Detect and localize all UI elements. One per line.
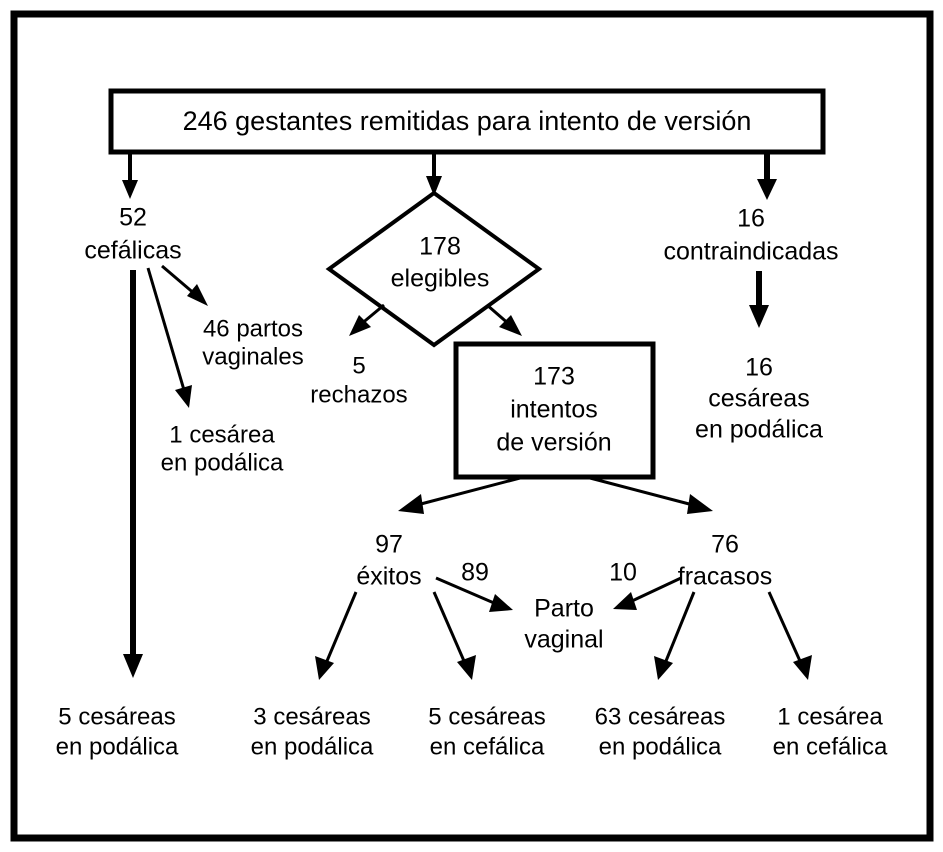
node-out-1-cefalica-line1: 1 cesárea (777, 703, 883, 730)
node-partos-vaginales-line1: 46 partos (203, 315, 303, 342)
node-16-cesareas-line3: en podálica (695, 416, 823, 444)
node-fracasos-line1: 76 (711, 531, 739, 559)
node-intentos-line3: de versión (496, 429, 611, 457)
edge-label-89: 89 (461, 559, 489, 587)
edge-root-to-elegibles (426, 152, 442, 196)
node-out-5-podalica-line1: 5 cesáreas (58, 703, 175, 730)
node-parto-vaginal-line2: vaginal (524, 626, 603, 654)
node-out-3-podalica-line2: en podálica (251, 733, 374, 760)
edge-contraindicadas-to-16-podalica (749, 271, 769, 328)
edge-fracasos-to-1-cefalica (767, 591, 812, 680)
node-out-5-cefalica-line1: 5 cesáreas (428, 703, 545, 730)
edge-exitos-to-parto-vaginal (435, 576, 513, 612)
edge-elegibles-to-intentos (486, 303, 522, 336)
node-1-cesarea-podalica-line1: 1 cesárea (169, 421, 275, 448)
node-exitos-line1: 97 (375, 531, 403, 559)
edge-fracasos-to-63-podalica (654, 591, 696, 680)
node-intentos-line2: intentos (510, 396, 598, 424)
node-rechazos-line2: rechazos (310, 381, 407, 408)
node-out-5-cefalica-line2: en cefálica (430, 733, 545, 760)
edge-root-to-cefalicas (122, 152, 138, 199)
node-out-5-podalica-line2: en podálica (56, 733, 179, 760)
node-contraindicadas-line1: 16 (737, 205, 765, 233)
edge-intentos-to-fracasos (589, 476, 713, 514)
node-partos-vaginales-line2: vaginales (202, 343, 303, 370)
node-contraindicadas-line2: contraindicadas (663, 238, 838, 266)
edge-fracasos-to-parto-vaginal (613, 576, 682, 610)
edge-intentos-to-exitos (398, 476, 521, 514)
node-fracasos-line2: fracasos (678, 563, 772, 591)
node-cefalicas-line2: cefálicas (84, 237, 181, 265)
node-1-cesarea-podalica-line2: en podálica (161, 449, 284, 476)
edge-exitos-to-3-podalica (315, 591, 358, 680)
node-16-cesareas-line2: cesáreas (708, 385, 809, 413)
edge-elegibles-to-rechazos (349, 303, 385, 336)
node-intentos-box (453, 341, 656, 480)
edge-label-10: 10 (609, 559, 637, 587)
edge-cefalicas-to-5-podalica (123, 270, 143, 678)
node-intentos-line1: 173 (533, 363, 575, 391)
node-rechazos-line1: 5 (352, 352, 365, 379)
node-16-cesareas-line1: 16 (745, 354, 773, 382)
figure-border (10, 10, 934, 842)
node-elegibles-line2: elegibles (391, 265, 490, 293)
node-cefalicas-line1: 52 (119, 204, 147, 232)
node-root-box (108, 88, 826, 155)
node-exitos-line2: éxitos (356, 563, 421, 591)
edge-root-to-contraindicadas (757, 152, 777, 200)
edge-exitos-to-5-cefalica (432, 591, 476, 680)
node-parto-vaginal-line1: Parto (534, 595, 594, 623)
node-out-63-podalica-line1: 63 cesáreas (595, 703, 726, 730)
edge-cefalicas-to-1-podalica (146, 267, 192, 408)
node-out-63-podalica-line2: en podálica (599, 733, 722, 760)
node-out-3-podalica-line1: 3 cesáreas (253, 703, 370, 730)
edge-cefalicas-to-partos-vaginales (161, 264, 208, 306)
node-out-1-cefalica-line2: en cefálica (773, 733, 888, 760)
node-root-label: 246 gestantes remitidas para intento de … (183, 106, 752, 136)
node-elegibles-line1: 178 (419, 233, 461, 261)
